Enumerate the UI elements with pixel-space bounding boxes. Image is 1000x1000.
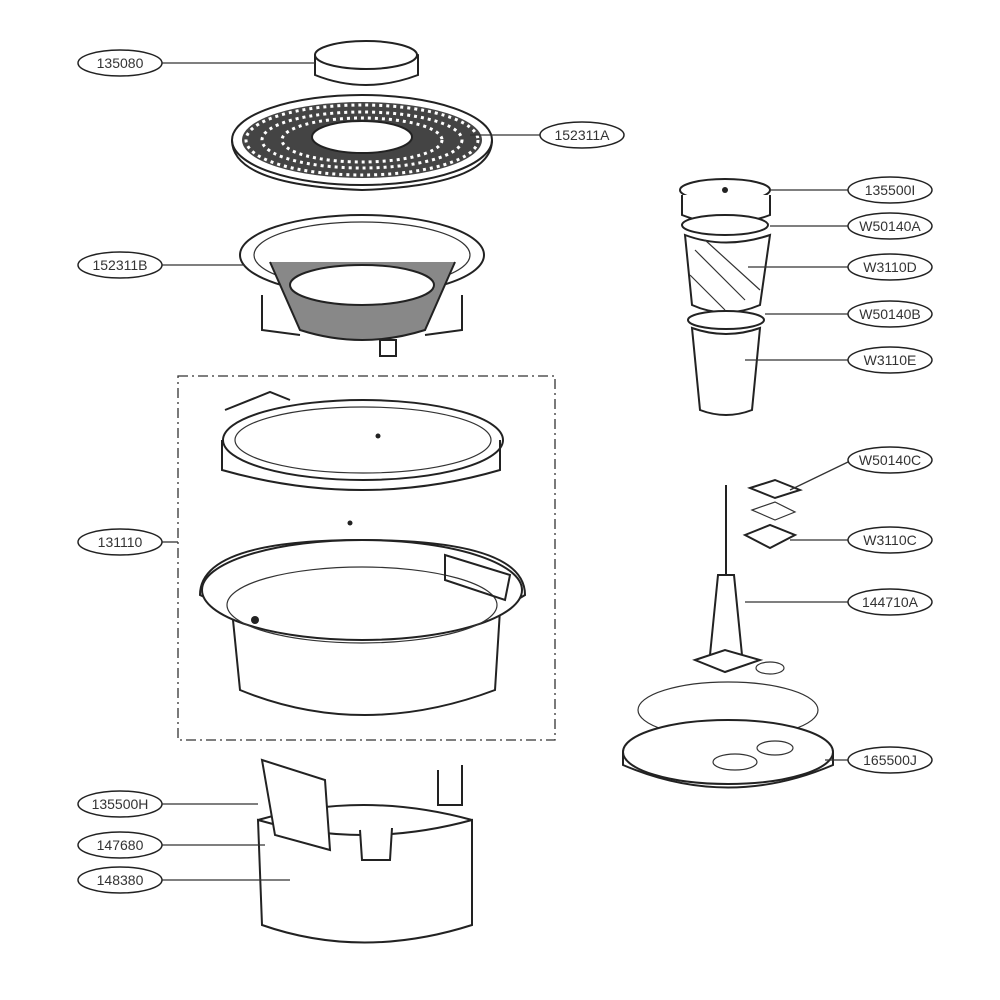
callout-W3110C: W3110C: [847, 526, 933, 554]
callout-144710A: 144710A: [847, 588, 933, 616]
part-basket: [239, 214, 485, 357]
part-auger-assembly: [679, 178, 772, 416]
callout-147680: 147680: [77, 831, 163, 859]
callout-135080: 135080: [77, 49, 163, 77]
svg-text:131110: 131110: [98, 534, 143, 550]
svg-text:147680: 147680: [97, 837, 144, 853]
callout-W50140B: W50140B: [847, 300, 933, 328]
svg-text:W3110E: W3110E: [864, 352, 917, 368]
callout-165500J: 165500J: [847, 746, 933, 774]
callout-135500H: 135500H: [77, 790, 163, 818]
part-shaft-assembly: [622, 478, 834, 789]
svg-text:W50140B: W50140B: [859, 306, 920, 322]
callout-W3110E: W3110E: [847, 346, 933, 374]
callout-135500I: 135500I: [847, 176, 933, 204]
callout-148380: 148380: [77, 866, 163, 894]
svg-text:152311A: 152311A: [554, 127, 610, 143]
part-housing: [256, 758, 473, 944]
svg-text:148380: 148380: [97, 872, 144, 888]
svg-text:144710A: 144710A: [862, 594, 919, 610]
callout-W50140A: W50140A: [847, 212, 933, 240]
callout-152311B: 152311B: [77, 251, 163, 279]
svg-text:135500H: 135500H: [92, 796, 149, 812]
svg-text:135080: 135080: [97, 55, 144, 71]
part-grate: [231, 94, 493, 192]
part-cap: [314, 40, 419, 86]
svg-text:135500I: 135500I: [865, 182, 916, 198]
svg-text:165500J: 165500J: [863, 752, 917, 768]
svg-text:152311B: 152311B: [92, 257, 147, 273]
leader-lines: [162, 62, 849, 881]
svg-text:W50140C: W50140C: [859, 452, 921, 468]
svg-text:W50140A: W50140A: [859, 218, 921, 234]
callout-W3110D: W3110D: [847, 253, 933, 281]
svg-text:W3110C: W3110C: [863, 532, 916, 548]
callout-152311A: 152311A: [539, 121, 625, 149]
part-bowl-assembly: [177, 375, 556, 741]
callout-131110: 131110: [77, 528, 163, 556]
callout-W50140C: W50140C: [847, 446, 933, 474]
svg-text:W3110D: W3110D: [863, 259, 916, 275]
